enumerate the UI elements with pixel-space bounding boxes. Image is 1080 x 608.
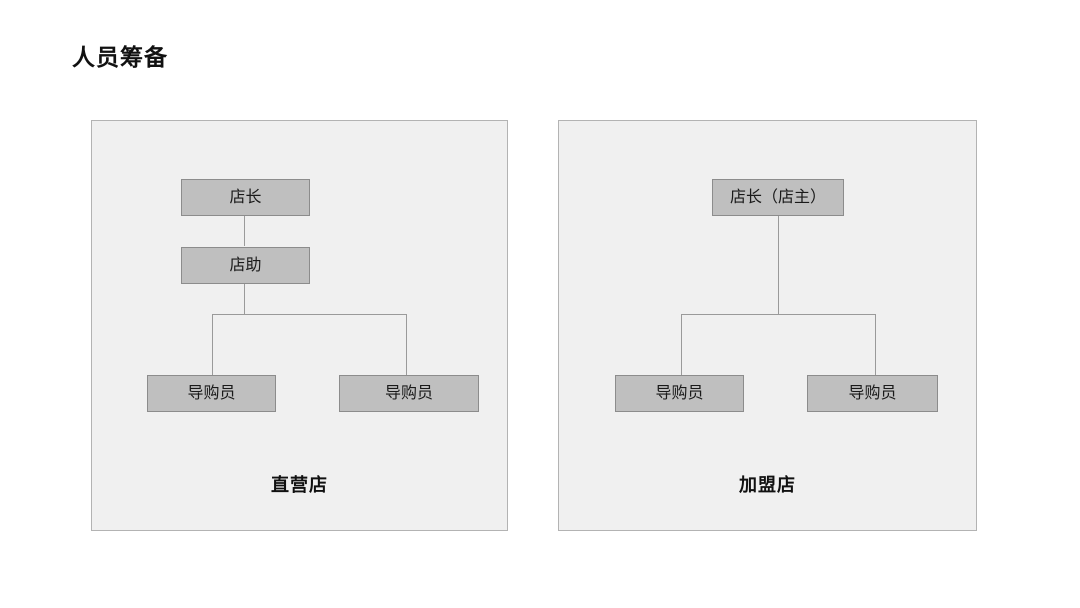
node-sales-clerk-right[interactable]: 导购员 xyxy=(339,375,479,412)
node-sales-clerk-right-label: 导购员 xyxy=(384,384,433,402)
org-chart-direct-store: 店长 店助 导购员 导购员 直营店 xyxy=(92,121,507,530)
panel-caption-franchise-store: 加盟店 xyxy=(739,475,796,495)
node-store-manager-label: 店长 xyxy=(229,188,262,206)
org-chart-panel-direct-store: 店长 店助 导购员 导购员 直营店 xyxy=(91,120,508,531)
connector-to-leaf-left xyxy=(681,314,682,375)
page-title: 人员筹备 xyxy=(72,44,168,70)
connector-to-leaf-left xyxy=(212,314,213,375)
connector-owner-stem xyxy=(778,215,779,314)
connector-manager-to-assistant xyxy=(244,215,245,246)
connector-owner-bus xyxy=(681,314,875,315)
node-sales-clerk-left-label: 导购员 xyxy=(187,384,236,402)
node-sales-clerk-left[interactable]: 导购员 xyxy=(147,375,276,412)
node-sales-clerk-left[interactable]: 导购员 xyxy=(615,375,744,412)
connector-to-leaf-right xyxy=(406,314,407,375)
node-store-assistant-label: 店助 xyxy=(229,256,262,274)
connector-assistant-bus xyxy=(212,314,406,315)
node-sales-clerk-left-label: 导购员 xyxy=(655,384,704,402)
node-sales-clerk-right-label: 导购员 xyxy=(848,384,897,402)
org-chart-franchise-store: 店长（店主） 导购员 导购员 加盟店 xyxy=(559,121,976,530)
node-store-owner-label: 店长（店主） xyxy=(729,188,826,206)
connector-to-leaf-right xyxy=(875,314,876,375)
org-chart-panel-franchise-store: 店长（店主） 导购员 导购员 加盟店 xyxy=(558,120,977,531)
node-store-manager[interactable]: 店长 xyxy=(181,179,310,216)
panel-caption-direct-store: 直营店 xyxy=(271,475,328,495)
node-store-assistant[interactable]: 店助 xyxy=(181,247,310,284)
node-sales-clerk-right[interactable]: 导购员 xyxy=(807,375,938,412)
node-store-owner[interactable]: 店长（店主） xyxy=(712,179,844,216)
connector-assistant-stem xyxy=(244,283,245,314)
